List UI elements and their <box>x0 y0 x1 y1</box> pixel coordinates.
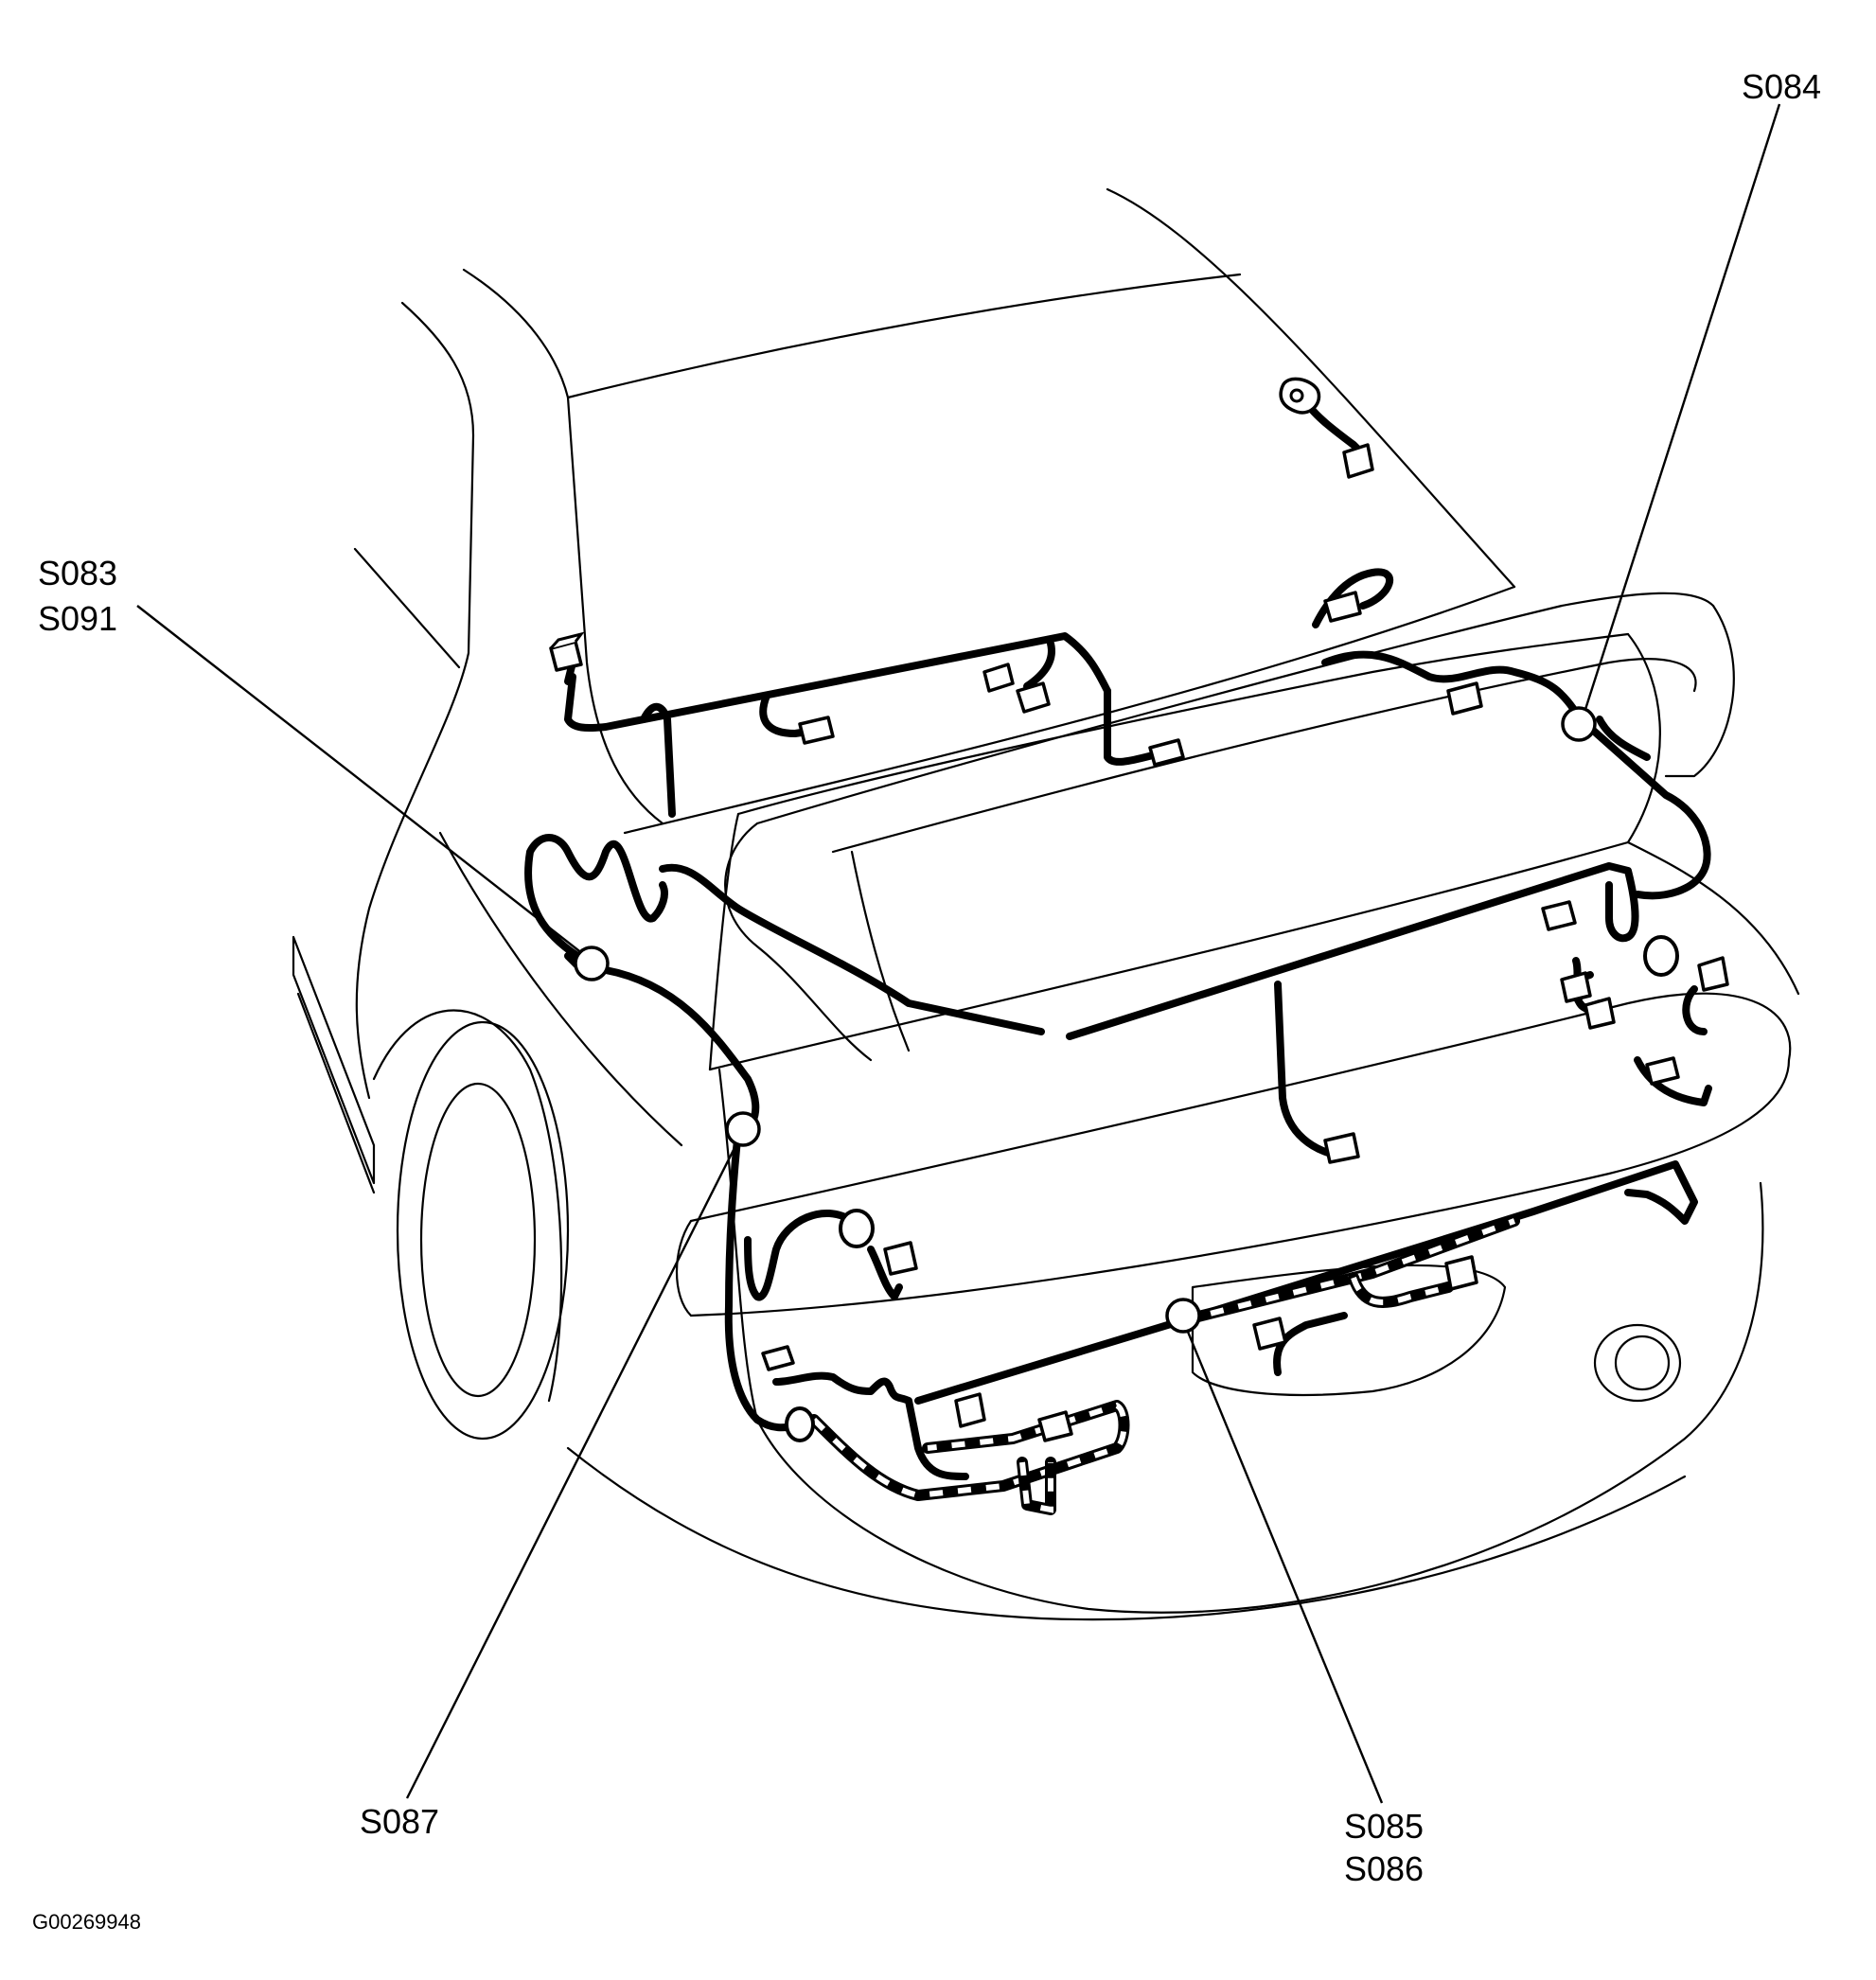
rear-fascia-body <box>717 1068 1764 1614</box>
grommet-trunk-right <box>1643 935 1679 977</box>
trunk-lid-top <box>736 632 1630 816</box>
shielded-license-loop-fill <box>1351 1276 1449 1305</box>
label-s091: S091 <box>38 599 118 638</box>
c-pillar-outer <box>355 301 475 1100</box>
connector-bumper-center-2 <box>1037 1410 1073 1442</box>
label-s083: S083 <box>38 554 118 592</box>
side-sill <box>292 935 376 1185</box>
connector-ground-terminal <box>1279 377 1321 415</box>
connector-trunk-branch-5 <box>1148 738 1185 767</box>
spoiler-left-leg <box>724 822 873 1062</box>
harness-trunk-branch-3 <box>759 692 818 737</box>
rear-wheel-inner <box>419 1082 537 1398</box>
wheel-arch <box>372 1009 563 1403</box>
connector-trunk-lamp-2 <box>1016 681 1051 714</box>
wiring-harness <box>524 398 1712 1480</box>
connector-trunk-lid-a <box>1541 900 1577 931</box>
spoiler-right-leg <box>1664 604 1735 778</box>
roof-rear-line <box>566 273 1242 399</box>
harness-trunk-hinge <box>659 863 1045 1035</box>
leader-lines <box>136 103 1781 1804</box>
spoiler-lower <box>831 658 1697 854</box>
harness-s087-down <box>724 1127 799 1432</box>
tail-light-band-bottom <box>689 1058 1791 1317</box>
connector-bumper-license-right <box>1444 1255 1478 1291</box>
shielded-bumper-drop-fill <box>1019 1461 1053 1513</box>
tail-light-left-end <box>676 1219 693 1317</box>
harness-trunk-lid-main <box>1066 862 1639 1040</box>
shielded-bumper-left-fill <box>811 1402 1127 1499</box>
splices <box>574 706 1597 1334</box>
harness-quarter-loop <box>524 834 668 960</box>
connector-trunk-right <box>1446 681 1483 716</box>
rear-wheel-outer <box>396 1020 570 1441</box>
harness-s083-to-s087 <box>602 966 760 1125</box>
harness-trunk-lid-drop <box>1274 981 1338 1158</box>
connector-trunk-branch-3 <box>798 716 835 745</box>
shielded-bumper-right-fill <box>1182 1218 1516 1323</box>
harness-left-lamp-branch <box>867 1246 903 1300</box>
splice-s087-marker <box>725 1111 761 1147</box>
harness-bumper-right-tab <box>1634 1056 1712 1106</box>
tail-light-band-top <box>689 992 1792 1223</box>
harness-trunk-right-branch <box>1596 716 1651 761</box>
leader-s087 <box>405 1130 745 1799</box>
harness-trunk-branch-4 <box>1023 640 1055 690</box>
harness-trunk-branch-2 <box>640 702 676 818</box>
quarter-panel-crease <box>438 831 683 1147</box>
connector-trunk-lid-c <box>1584 997 1616 1030</box>
label-s084: S084 <box>1742 67 1822 106</box>
bumper-lower-edge <box>566 1446 1687 1621</box>
leader-s083-s091 <box>136 605 593 962</box>
connector-trunk-lid-b <box>1560 971 1592 1003</box>
harness-bumper-main <box>914 1160 1698 1405</box>
label-s085: S085 <box>1344 1807 1425 1846</box>
connector-bumper-license <box>1252 1317 1287 1351</box>
trunk-lid-front-edge <box>708 812 740 1071</box>
connector-upper-lid-right <box>1323 591 1362 623</box>
label-s086: S086 <box>1344 1849 1425 1888</box>
exhaust-tip-outer <box>1593 1323 1682 1403</box>
grommets <box>785 935 1679 1442</box>
trunk-lid-rear <box>708 840 1630 1071</box>
harness-left-lamp-loop <box>744 1209 856 1301</box>
connector-left-lamp <box>883 1241 918 1276</box>
grommet-bumper-left <box>785 1406 815 1442</box>
label-s087: S087 <box>360 1802 440 1841</box>
harness-trunk-right <box>1321 650 1711 900</box>
grommet-left-lamp <box>839 1209 875 1248</box>
harness-ground-lead <box>1302 398 1367 458</box>
splice-s084-marker <box>1561 706 1597 742</box>
rear-window-bottom <box>623 585 1516 835</box>
trunk-lid-inner-line <box>850 850 911 1052</box>
splice-s083-s091-marker <box>574 946 610 981</box>
connector-bumper-center-1 <box>954 1392 986 1428</box>
side-sill-lower <box>296 992 376 1194</box>
trunk-gap-right <box>1626 840 1800 996</box>
rear-window-left-edge <box>462 268 664 825</box>
figure-id: G00269948 <box>32 1910 141 1934</box>
trunk-lid-side-right <box>1626 632 1661 844</box>
connectors <box>549 377 1729 1442</box>
connector-bumper-left-1 <box>761 1345 795 1371</box>
leader-s084 <box>1579 103 1781 725</box>
harness-right-lamp <box>1682 985 1708 1035</box>
splice-s085-s086-marker <box>1165 1298 1201 1334</box>
harness-bumper-lower <box>772 1371 969 1480</box>
connector-bumper-right <box>1645 1056 1680 1086</box>
connector-trunk-lid-drop <box>1323 1132 1360 1164</box>
connector-trunk-lamp-1 <box>982 663 1015 693</box>
rear-window-right-edge <box>1106 187 1516 589</box>
harness-trunk-branch-5 <box>1104 687 1168 766</box>
connector-trunk-upper-left <box>549 631 585 672</box>
harness-shielded-sections <box>808 1215 1520 1515</box>
harness-bumper-right-connector <box>1273 1312 1348 1376</box>
leader-s085-s086 <box>1181 1319 1384 1804</box>
harness-trunk-upper-left <box>564 632 1111 732</box>
quarter-window-line <box>353 547 461 669</box>
connector-upper-lid <box>1342 443 1374 479</box>
connector-right-lamp <box>1697 956 1729 992</box>
exhaust-tip-inner <box>1614 1335 1671 1391</box>
